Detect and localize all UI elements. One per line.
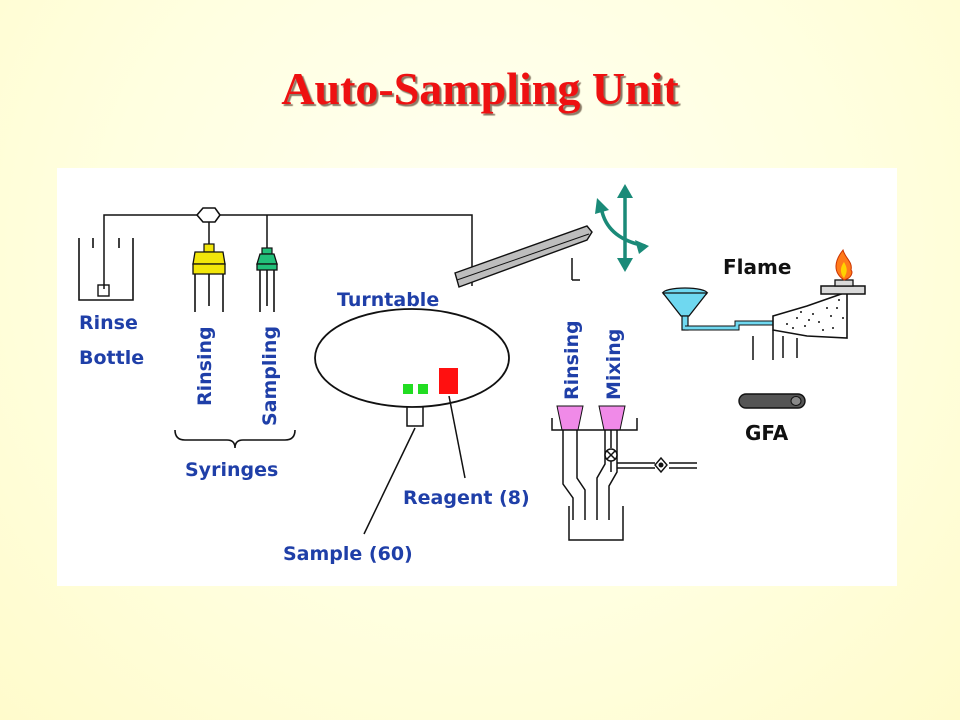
flame-label: Flame [723, 255, 791, 279]
probe-arm [454, 225, 593, 288]
burner-head-icon [820, 279, 866, 295]
turntable-label: Turntable [337, 289, 439, 311]
syringes-brace [174, 429, 296, 449]
three-way-valve-icon [195, 207, 221, 223]
syringes-label: Syringes [185, 459, 278, 481]
sample-cup [418, 384, 428, 394]
spray-chamber [752, 290, 848, 360]
rinsing-mixing-cups [551, 405, 638, 431]
rinse-bottle-label-line2: Bottle [79, 347, 144, 369]
reagent-cup [439, 368, 458, 394]
rinsing-cup-label: Rinsing [561, 320, 583, 400]
sampling-syringe [256, 247, 278, 312]
flame-icon [835, 248, 853, 281]
rinsing-syringe [192, 243, 226, 312]
rinse-bottle [78, 238, 134, 301]
mixing-cup-label: Mixing [603, 329, 625, 400]
sample-leader-line [363, 427, 416, 535]
sample-label: Sample (60) [283, 543, 413, 565]
sampling-syringe-label: Sampling [259, 326, 281, 426]
capillary-tube [685, 321, 777, 330]
tubing-lines [103, 214, 473, 289]
slide-title: Auto-Sampling Unit [281, 63, 679, 114]
reagent-label: Reagent (8) [403, 487, 530, 509]
graphite-furnace-icon [738, 393, 806, 409]
turntable [314, 308, 510, 408]
rinsing-syringe-label: Rinsing [194, 326, 216, 406]
diagram-panel: Rinse Bottle Rinsing Sampling Syringes [57, 168, 897, 586]
reagent-leader-line [448, 395, 466, 479]
sample-rack-bracket [406, 406, 424, 427]
movement-arrows-icon [595, 184, 649, 272]
pinch-valve-icon [654, 456, 668, 474]
sample-cup [403, 384, 413, 394]
auto-sampling-diagram: Rinse Bottle Rinsing Sampling Syringes [78, 184, 866, 565]
rinse-bottle-label-line1: Rinse [79, 312, 138, 334]
drain-assembly [562, 430, 697, 541]
gfa-label: GFA [745, 421, 789, 445]
nebulizer-funnel-icon [661, 287, 709, 331]
